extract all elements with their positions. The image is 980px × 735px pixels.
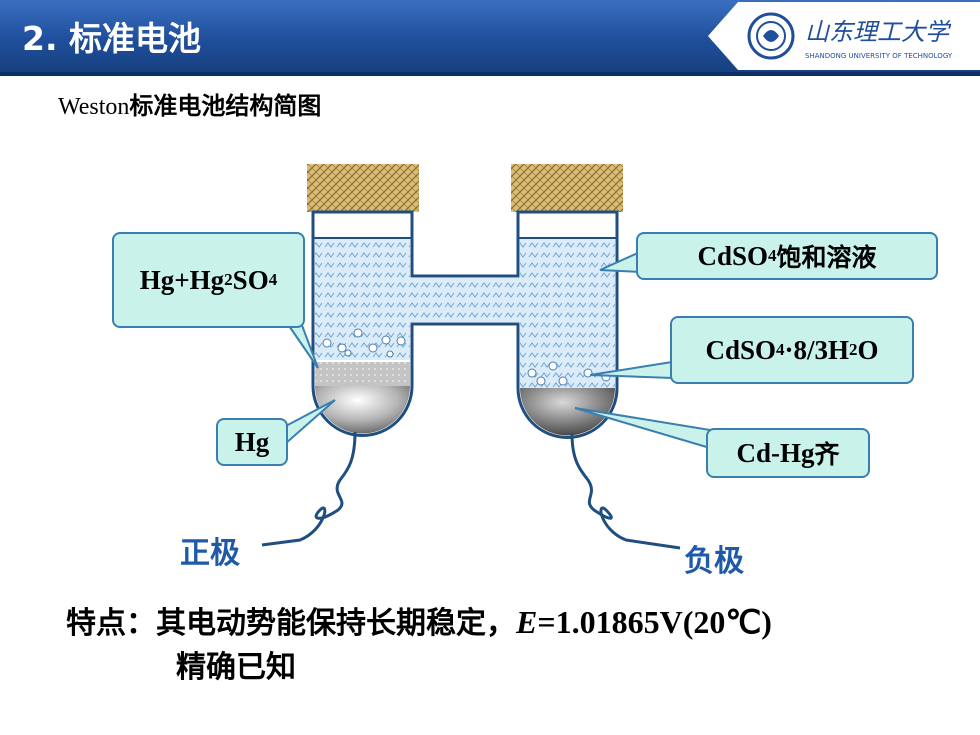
negative-electrode-label: 负极 <box>684 544 744 579</box>
negative-wire <box>570 433 681 550</box>
glass-vessel <box>311 210 619 439</box>
left-cork <box>307 164 419 212</box>
amalgam-bulb <box>520 388 615 436</box>
university-logo: 山东理工大学 SHANDONG UNIVERSITY OF TECHNOLOGY <box>747 12 953 60</box>
subtitle-text: 标准电池结构简图 <box>129 92 322 120</box>
diagram-subtitle: Weston标准电池结构简图 <box>58 86 321 121</box>
feature-line-2: 精确已知 <box>176 650 296 685</box>
positive-electrode-label: 正极 <box>180 536 240 571</box>
feature-text: 特点：其电动势能保持长期稳定，E=1.01865V(20℃) 精确已知 <box>66 600 772 690</box>
crystal-bubbles <box>322 328 611 386</box>
page-title: 2. 标准电池 <box>22 19 201 58</box>
mercury-bulb <box>315 386 410 434</box>
logo-text: 山东理工大学 <box>805 18 952 46</box>
logo-subtext: SHANDONG UNIVERSITY OF TECHNOLOGY <box>805 52 953 60</box>
subtitle-prefix: Weston <box>58 94 130 120</box>
hg-paste-layer <box>315 362 410 386</box>
right-cork <box>511 164 623 212</box>
callout-hg: Hg <box>216 418 288 466</box>
feature-line-1: 特点：其电动势能保持长期稳定，E=1.01865V(20℃) <box>66 604 772 641</box>
positive-wire <box>261 431 357 547</box>
header-stripe <box>0 72 980 76</box>
